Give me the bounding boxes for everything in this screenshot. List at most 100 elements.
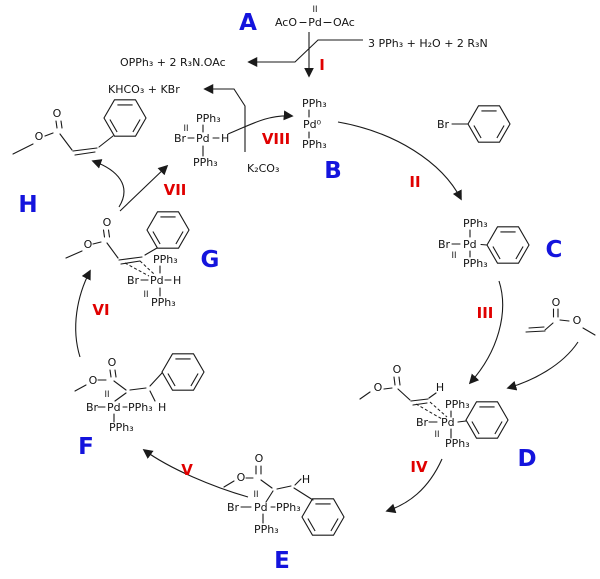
complex-c-pph3-bottom: PPh₃	[463, 257, 488, 270]
complex-d-oxidation-state: II	[434, 430, 439, 440]
complex-d-phenyl-ring	[465, 401, 509, 439]
product-h-phenyl-ring	[103, 99, 147, 137]
arrow-step-ii	[337, 121, 462, 201]
arrow-step-viii	[227, 110, 294, 135]
complex-d-pph3-bottom: PPh₃	[445, 437, 470, 450]
step-vii-elimination: VII	[91, 159, 187, 212]
complex-e-benzylic-h: H	[302, 473, 310, 486]
complex-d-ester-o: O	[374, 381, 383, 394]
step-i-activation: I 3 PPh₃ + H₂O + 2 R₃N OPPh₃ + 2 R₃N.OAc	[120, 32, 488, 78]
complex-f-oxidation-state: II	[104, 390, 109, 400]
hpdbr-oxidation-state: II	[183, 124, 188, 134]
product-h-carbonyl-o: O	[53, 107, 62, 120]
arrow-step-vii	[119, 164, 169, 212]
bromobenzene-br: Br	[437, 118, 450, 131]
complex-c-bonds	[451, 229, 488, 258]
step-i-numeral: I	[319, 56, 325, 74]
reagents-out-top: OPPh₃ + 2 R₃N.OAc	[120, 56, 226, 69]
complex-g-phenyl-ring	[146, 211, 190, 249]
complex-g-pph3-top: PPh₃	[153, 253, 178, 266]
label-b: B	[324, 158, 342, 184]
complex-f-br: Br	[86, 401, 99, 414]
step-iii-coordination: III	[468, 280, 579, 391]
complex-b-pd0: Pd⁰	[303, 118, 322, 131]
complex-d-carbonyl-o: O	[393, 363, 402, 376]
hpdbr-br: Br	[174, 132, 187, 145]
complex-g-product-pi-complex: O O PPh₃ Br Pd H II PPh₃ G	[65, 211, 219, 309]
complex-d-pd: Pd	[441, 416, 455, 429]
complex-e-pph3-bottom: PPh₃	[254, 523, 279, 536]
step-vi-numeral: VI	[92, 301, 109, 319]
complex-g-pd: Pd	[150, 274, 164, 287]
acrylate-bonds	[525, 308, 596, 336]
complex-d-pph3-top: PPh₃	[445, 398, 470, 411]
reagent-k2co3: K₂CO₃	[247, 162, 279, 175]
complex-g-coordination-dashes	[124, 260, 155, 277]
acrylate-ester-o: O	[573, 314, 582, 327]
reagents-in-top: 3 PPh₃ + H₂O + 2 R₃N	[368, 37, 488, 50]
complex-b-pph3-bottom: PPh₃	[302, 138, 327, 151]
complex-a-pd-oac2: II AcO Pd OAc A	[239, 5, 355, 36]
complex-d-vinyl-h: H	[436, 381, 444, 394]
arrow-step-vi	[75, 269, 91, 358]
step-v-numeral: V	[181, 461, 193, 479]
complex-g-ester-o: O	[84, 238, 93, 251]
complex-f-pph3-inline: PPh₃	[128, 401, 153, 414]
complex-d-coordination-dashes	[415, 401, 448, 420]
complex-hpdbr: PPh₃ II Br Pd H PPh₃	[174, 112, 229, 169]
label-h: H	[18, 192, 37, 218]
arrow-step-iii	[468, 280, 504, 385]
complex-g-carbonyl-o: O	[103, 216, 112, 229]
complex-c-pd: Pd	[463, 238, 477, 251]
hpdbr-h: H	[221, 132, 229, 145]
step-viii-regeneration: KHCO₃ + KBr K₂CO₃ VIII	[108, 83, 294, 175]
complex-g-bonds	[65, 229, 172, 297]
step-v-rotation: V	[142, 449, 249, 498]
complex-e-bonds	[223, 465, 314, 524]
step-iv-insertion: IV	[385, 458, 443, 514]
complex-f-carbonyl-o: O	[108, 356, 117, 369]
complex-g-br: Br	[127, 274, 140, 287]
complex-e-ester-o: O	[237, 471, 246, 484]
complex-f-pd: Pd	[107, 401, 121, 414]
reagents-out-mid: KHCO₃ + KBr	[108, 83, 180, 96]
complex-e-oxidation-state: II	[253, 490, 258, 500]
label-c: C	[546, 237, 563, 263]
step-vii-numeral: VII	[164, 181, 187, 199]
complex-f-bonds	[74, 369, 163, 423]
complex-d-pi-complex: O O H PPh₃ Br Pd II PPh₃ D	[359, 363, 537, 472]
complex-d-br: Br	[416, 416, 429, 429]
complex-e-pd: Pd	[254, 501, 268, 514]
complex-c: PPh₃ Br Pd II PPh₃ C	[438, 217, 562, 270]
complex-a-pd: Pd	[308, 16, 322, 29]
hpdbr-bonds	[187, 124, 220, 157]
complex-e-alkyl: O O H II Br Pd PPh₃ PPh₃ E	[223, 452, 345, 574]
complex-g-hydride-h: H	[173, 274, 181, 287]
arrow-step-v	[142, 449, 249, 498]
hpdbr-pph3-bottom: PPh₃	[193, 156, 218, 169]
arrow-step-iv	[385, 458, 443, 514]
step-ii-oxidative-addition: II	[337, 121, 462, 201]
complex-a-oac: OAc	[333, 16, 355, 29]
reagent-bromobenzene: Br	[437, 105, 511, 143]
acrylate-carbonyl-o: O	[552, 296, 561, 309]
product-h-methyl-cinnamate: O O H	[12, 99, 147, 218]
complex-c-phenyl-ring	[486, 226, 530, 264]
step-iv-numeral: IV	[410, 458, 428, 476]
complex-f-benzylic-h: H	[158, 401, 166, 414]
step-ii-numeral: II	[409, 173, 420, 191]
complex-g-oxidation-state: II	[143, 290, 148, 300]
reagent-methyl-acrylate: O O	[525, 296, 596, 336]
hpdbr-pd: Pd	[196, 132, 210, 145]
complex-e-phenyl-ring	[301, 498, 345, 536]
label-f: F	[78, 434, 94, 460]
complex-c-oxidation-state: II	[451, 251, 456, 261]
complex-f-ester-o: O	[89, 374, 98, 387]
complex-b-pph3-top: PPh₃	[302, 97, 327, 110]
label-a: A	[239, 10, 257, 36]
complex-a-aco: AcO	[275, 16, 297, 29]
step-vi-beta-hydride: VI	[75, 269, 110, 358]
complex-f-pph3-bottom: PPh₃	[109, 421, 134, 434]
arrow-product-release	[91, 159, 125, 208]
